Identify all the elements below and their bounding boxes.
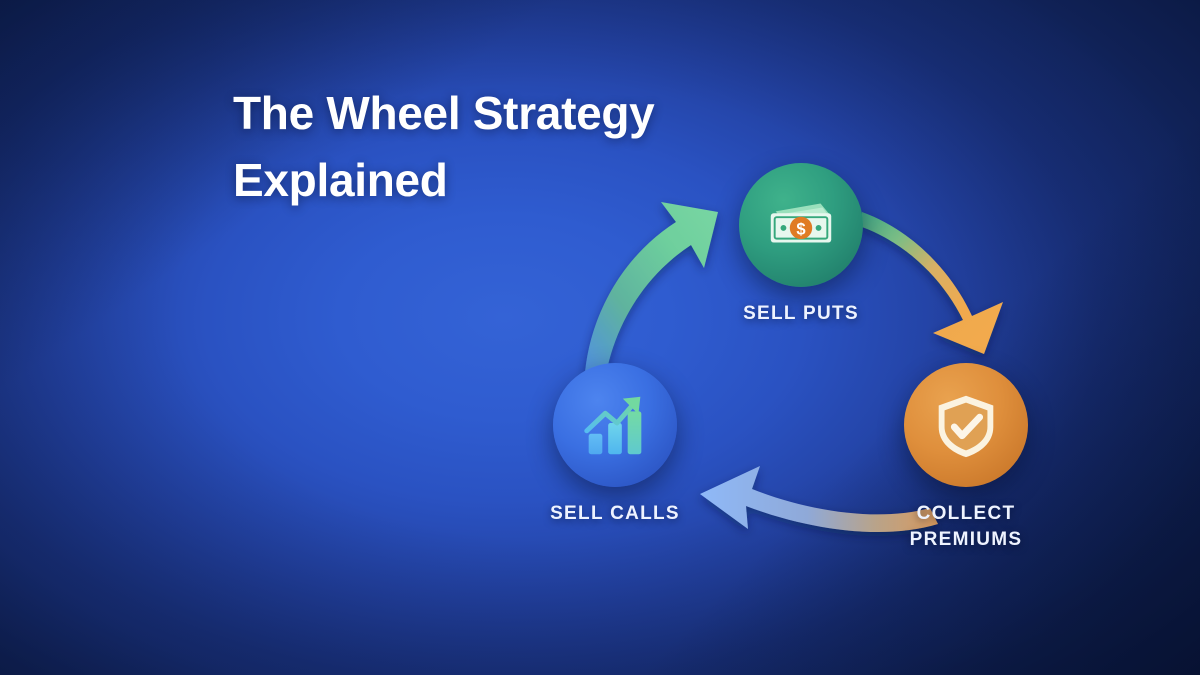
- node-sell-puts[interactable]: $ SELL PUTS: [739, 163, 863, 324]
- node-collect-premiums-label-line-1: COLLECT: [916, 503, 1016, 524]
- bar-chart-growth-icon: [584, 396, 642, 455]
- page-title-line-2: Explained: [233, 154, 448, 207]
- node-sell-puts-label: SELL PUTS: [743, 301, 859, 327]
- node-sell-calls-label-line-1: SELL CALLS: [550, 503, 680, 524]
- node-sell-puts-label-line-1: SELL PUTS: [743, 303, 859, 324]
- shield-check-icon: [938, 395, 994, 458]
- arrow-puts-to-premiums: [862, 212, 1003, 354]
- money-banknote-icon: $: [770, 203, 832, 243]
- arrow-premiums-to-calls: [700, 466, 938, 533]
- node-collect-premiums-label-line-2: PREMIUMS: [909, 528, 1023, 550]
- arrow-calls-to-puts: [585, 202, 718, 380]
- node-sell-calls-label: SELL CALLS: [550, 501, 680, 527]
- svg-text:$: $: [796, 219, 805, 238]
- node-sell-calls[interactable]: SELL CALLS: [550, 363, 679, 524]
- page-title-line-1: The Wheel Strategy: [233, 87, 655, 139]
- node-collect-premiums[interactable]: COLLECT PREMIUMS: [904, 363, 1028, 550]
- node-collect-premiums-label: COLLECT PREMIUMS: [910, 501, 1023, 553]
- page-title: The Wheel Strategy Explained: [233, 80, 833, 214]
